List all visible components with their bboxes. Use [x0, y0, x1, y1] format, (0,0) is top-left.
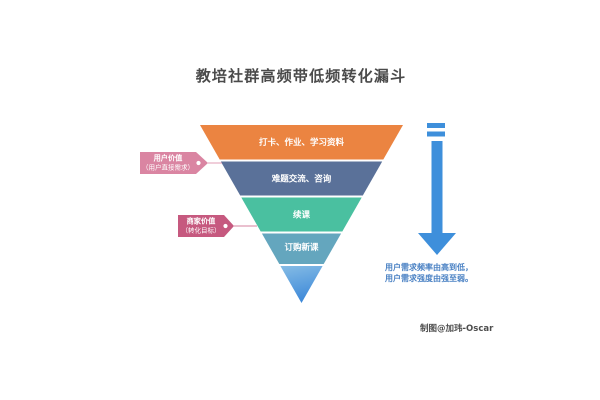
funnel-layer-renew: [241, 197, 362, 232]
tag-user-value-subtitle: （用户直接需求）: [142, 163, 194, 172]
funnel-tip: [280, 266, 323, 303]
funnel-layer-checkin-label: 打卡、作业、学习资料: [259, 137, 345, 148]
tag-merchant-value: 商家价值 （转化目标）: [178, 215, 257, 237]
tag-user-value-title: 用户价值: [153, 154, 184, 163]
tag-merchant-value-subtitle: （转化目标）: [182, 226, 221, 235]
arrow-caption: 用户需求频率由高到低， 用户需求强度由强至弱。: [384, 262, 473, 283]
down-arrow-icon: [418, 123, 456, 255]
tag-hole-icon: [223, 223, 228, 229]
tag-hole-icon: [196, 160, 201, 166]
arrow-head: [418, 233, 456, 255]
tag-user-value-shape: [140, 152, 208, 174]
funnel: 打卡、作业、学习资料 难题交流、咨询 续课 订购新课: [200, 125, 403, 303]
arrow-dash-2: [427, 131, 445, 137]
funnel-layer-consult-label: 难题交流、咨询: [271, 174, 332, 185]
credit: 制图@加玮-Oscar: [420, 323, 494, 334]
funnel-layer-consult: [220, 161, 383, 196]
arrow-shaft: [431, 141, 443, 233]
tag-merchant-value-title: 商家价值: [187, 217, 217, 226]
funnel-layer-new-course: [261, 233, 342, 264]
arrow-caption-line-1: 用户需求频率由高到低，: [384, 262, 473, 272]
page-title: 教培社群高频带低频转化漏斗: [195, 67, 407, 85]
arrow-caption-line-2: 用户需求强度由强至弱。: [384, 273, 473, 283]
tag-user-value: 用户价值 （用户直接需求）: [140, 152, 222, 174]
funnel-layer-new-course-label: 订购新课: [284, 242, 319, 253]
funnel-layer-renew-label: 续课: [293, 210, 311, 221]
funnel-layer-checkin: [200, 125, 403, 160]
tag-merchant-value-shape: [178, 215, 234, 237]
arrow-dash-1: [427, 123, 445, 128]
